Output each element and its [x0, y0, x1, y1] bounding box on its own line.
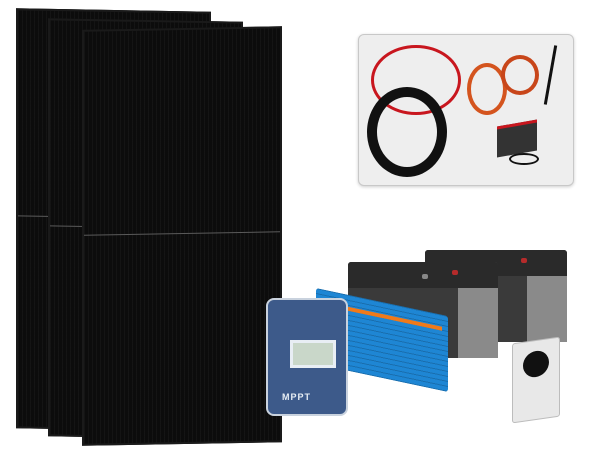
- orange-battery-cable-1: [467, 63, 507, 115]
- black-cable-straight: [543, 45, 558, 105]
- dc-isolator-switch: [512, 336, 560, 424]
- controller-label: MPPT: [282, 392, 312, 402]
- mppt-charge-controller: MPPT: [266, 298, 348, 416]
- monitor-cable: [509, 153, 539, 165]
- cable-kit-box: [358, 34, 574, 186]
- controller-lcd-display: [290, 340, 336, 368]
- orange-battery-cable-2: [501, 55, 539, 95]
- black-pv-cable: [367, 87, 447, 177]
- solar-panel-front: [82, 26, 282, 446]
- battery-monitor-panel: [497, 119, 537, 158]
- isolator-knob: [523, 349, 549, 379]
